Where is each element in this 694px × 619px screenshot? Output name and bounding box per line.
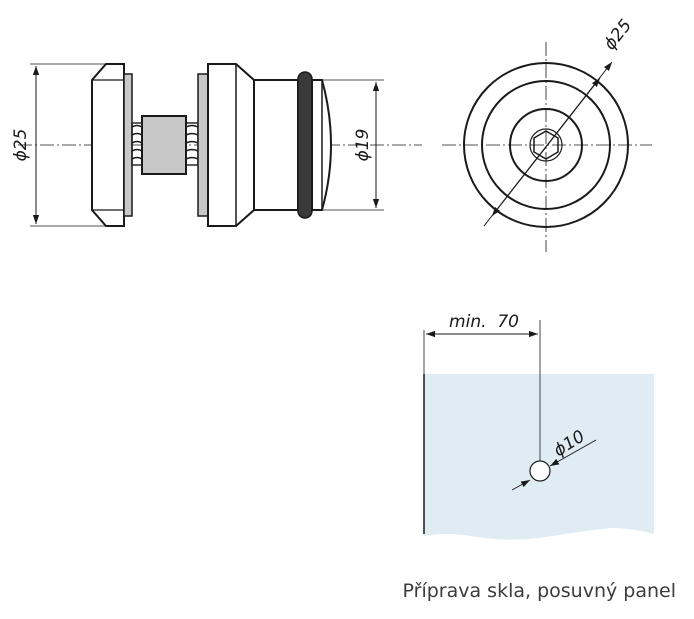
dim-side-height-label: ϕ25 xyxy=(11,129,31,162)
dim-min-edge-label: min. 70 xyxy=(449,312,519,332)
side-view xyxy=(18,63,422,227)
o-ring xyxy=(297,71,313,219)
dim-front-diameter-label: ϕ25 xyxy=(600,16,636,54)
hole xyxy=(529,460,551,482)
spring-left xyxy=(131,122,143,166)
dim-hole xyxy=(511,439,597,491)
glass-panel xyxy=(423,374,654,540)
dim-side-cap-label: ϕ19 xyxy=(353,129,373,162)
left-cap xyxy=(91,63,133,227)
front-view xyxy=(442,42,652,252)
dim-side-cap xyxy=(312,79,384,211)
right-body xyxy=(197,63,332,227)
dim-min-edge xyxy=(423,320,541,461)
center-bolt xyxy=(141,115,187,175)
spring-right xyxy=(185,122,199,166)
dim-side-height xyxy=(30,63,106,227)
caption: Příprava skla, posuvný panel xyxy=(402,580,676,602)
